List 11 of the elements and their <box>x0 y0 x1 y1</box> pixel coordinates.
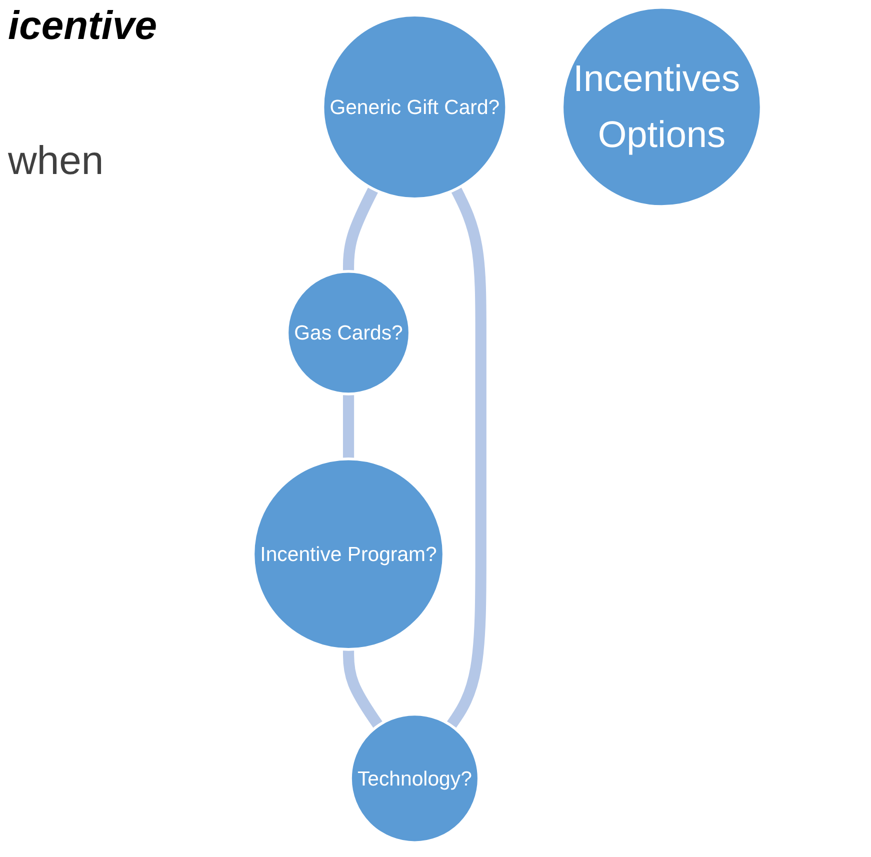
node-circle: Incentives Options <box>561 6 763 208</box>
connector <box>446 186 487 729</box>
connector <box>343 394 354 459</box>
node-circle: Incentive Program? <box>252 457 446 651</box>
body-text-fragment: when <box>8 139 105 184</box>
node-circle: Technology? <box>349 712 480 844</box>
node-circle: Generic Gift Card? <box>322 14 508 200</box>
heading-fragment: icentive <box>8 4 157 49</box>
connector <box>343 649 384 729</box>
connector <box>343 186 379 272</box>
node-circle: Gas Cards? <box>286 270 412 396</box>
